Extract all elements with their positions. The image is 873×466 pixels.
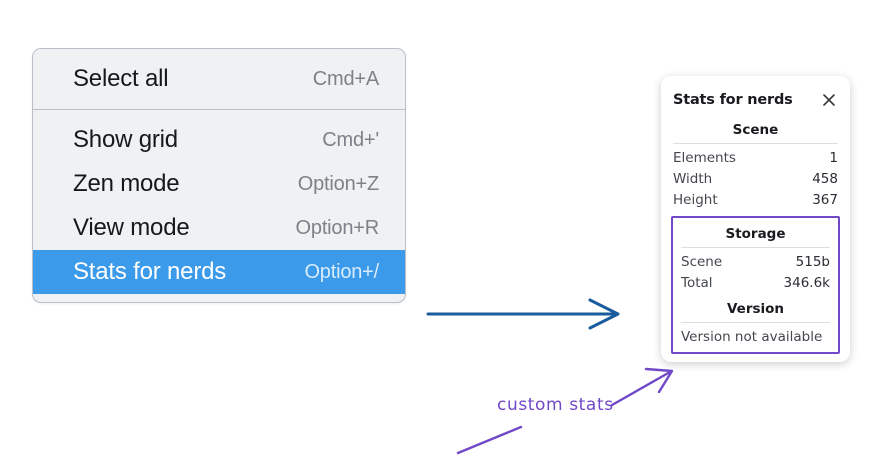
stat-row: Width 458: [671, 168, 840, 189]
section-divider: [681, 247, 830, 248]
stats-panel-body: Scene Elements 1 Width 458 Height 367 St…: [661, 114, 850, 354]
stat-key: Height: [673, 191, 718, 208]
stats-section-scene: Scene Elements 1 Width 458 Height 367: [671, 114, 840, 210]
stat-row: Scene 515b: [679, 251, 832, 272]
stats-panel-title: Stats for nerds: [673, 92, 793, 108]
stat-row: Height 367: [671, 189, 840, 210]
menu-item-label: Zen mode: [73, 170, 180, 197]
stats-panel-header: Stats for nerds: [661, 86, 850, 114]
stat-key: Elements: [673, 149, 736, 166]
section-heading: Storage: [725, 226, 786, 242]
close-icon[interactable]: [820, 91, 838, 109]
menu-item-shortcut: Cmd+A: [312, 67, 379, 90]
menu-item-label: Show grid: [73, 126, 178, 153]
menu-item-shortcut: Option+/: [304, 260, 379, 283]
menu-item-label: Stats for nerds: [73, 258, 227, 285]
stats-section-version: Version Version not available: [679, 293, 832, 348]
context-menu[interactable]: Select all Cmd+A Show grid Cmd+' Zen mod…: [32, 48, 406, 303]
stat-value: 1: [829, 149, 838, 166]
stat-value: 515b: [795, 253, 830, 270]
handwritten-annotation-label: custom stats: [497, 395, 614, 415]
menu-item-show-grid[interactable]: Show grid Cmd+': [33, 118, 405, 162]
menu-item-zen-mode[interactable]: Zen mode Option+Z: [33, 162, 405, 206]
version-value: Version not available: [681, 329, 823, 345]
menu-item-select-all[interactable]: Select all Cmd+A: [33, 57, 405, 101]
stats-section-storage: Storage Scene 515b Total 346.6k: [679, 218, 832, 293]
stat-row: Elements 1: [671, 147, 840, 168]
section-divider: [681, 322, 830, 323]
stats-for-nerds-panel: Stats for nerds Scene Elements 1 Width 4…: [661, 76, 850, 362]
menu-group-2: Show grid Cmd+' Zen mode Option+Z View m…: [33, 109, 405, 302]
menu-item-label: Select all: [73, 65, 169, 92]
stat-key: Width: [673, 170, 713, 187]
menu-item-view-mode[interactable]: View mode Option+R: [33, 206, 405, 250]
section-heading: Scene: [732, 122, 779, 138]
menu-item-shortcut: Cmd+': [322, 128, 379, 151]
purple-underline-stroke: [456, 425, 523, 455]
purple-arrow-icon: [610, 367, 674, 407]
stat-key: Total: [681, 274, 713, 291]
stat-key: Scene: [681, 253, 723, 270]
blue-arrow-icon: [426, 298, 620, 330]
custom-stats-block: Storage Scene 515b Total 346.6k Version …: [671, 216, 840, 354]
stat-value: 458: [812, 170, 838, 187]
menu-item-stats-for-nerds[interactable]: Stats for nerds Option+/: [33, 250, 405, 294]
stat-value: 367: [812, 191, 838, 208]
menu-item-shortcut: Option+R: [295, 216, 380, 239]
menu-group-1: Select all Cmd+A: [33, 49, 405, 109]
menu-item-shortcut: Option+Z: [297, 172, 379, 195]
stat-row: Total 346.6k: [679, 272, 832, 293]
section-divider: [673, 143, 838, 144]
menu-item-label: View mode: [73, 214, 190, 241]
stat-value: 346.6k: [783, 274, 830, 291]
section-heading: Version: [726, 301, 785, 317]
